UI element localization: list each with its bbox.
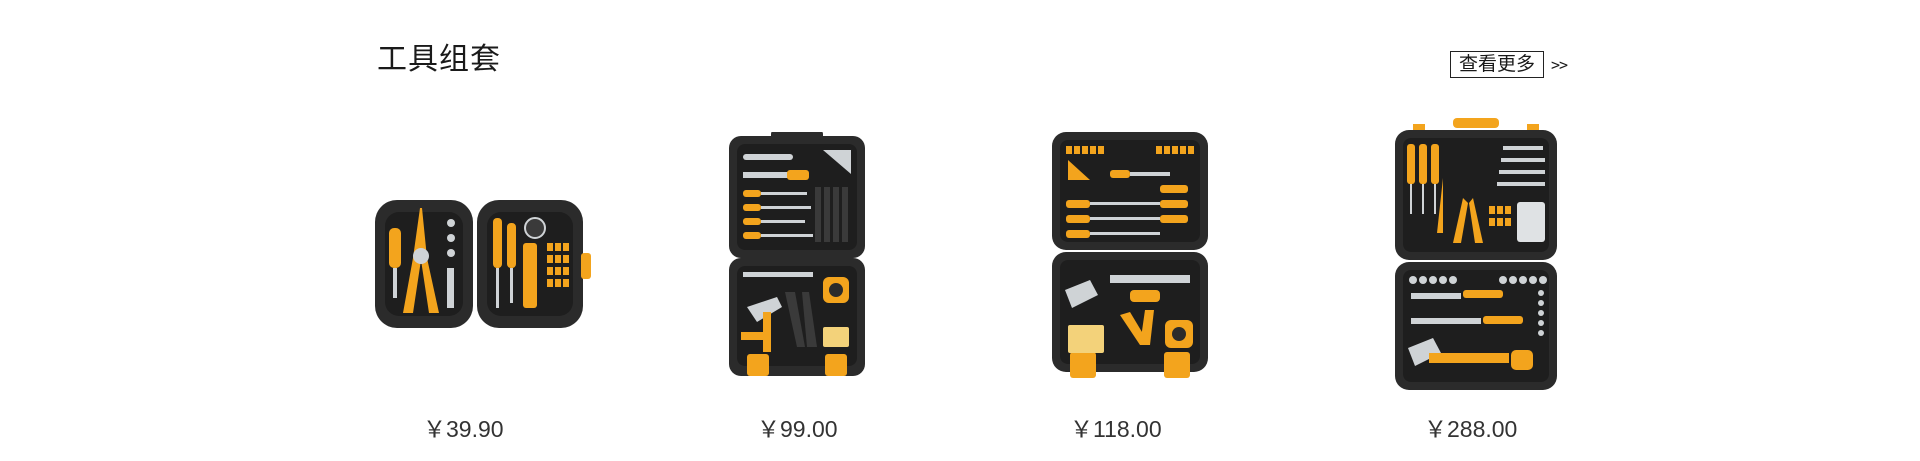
product-card[interactable]: [1393, 118, 1559, 393]
toolkit-small-icon: [375, 200, 591, 328]
product-card[interactable]: [375, 198, 595, 333]
product-price: ￥99.00: [757, 416, 838, 442]
double-chevron-right-icon: >>: [1551, 55, 1568, 74]
product-price: ￥39.90: [423, 416, 504, 442]
toolkit-large-icon: [1052, 132, 1208, 378]
toolkit-xlarge-icon: [1395, 118, 1557, 390]
view-more-link[interactable]: 查看更多 >>: [1450, 51, 1568, 78]
section-title: 工具组套: [377, 42, 501, 77]
product-card[interactable]: [727, 132, 867, 387]
toolkit-medium-icon: [729, 132, 865, 376]
product-price: ￥118.00: [1070, 416, 1162, 442]
product-price: ￥288.00: [1424, 416, 1518, 442]
view-more-button[interactable]: 查看更多: [1450, 51, 1545, 78]
product-card[interactable]: [1050, 130, 1210, 382]
